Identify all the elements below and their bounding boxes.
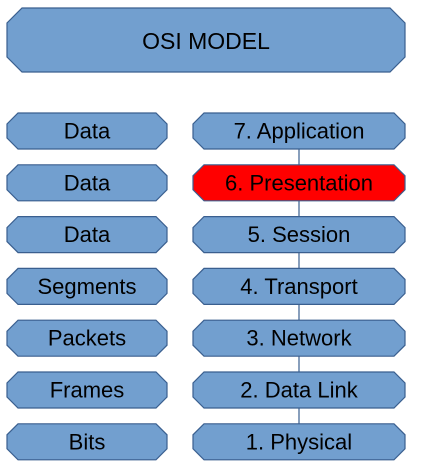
title-text: OSI MODEL	[142, 28, 270, 54]
layer-box	[192, 423, 406, 461]
layer-box-highlighted	[192, 164, 406, 202]
layer-label: 2. Data Link	[240, 378, 358, 403]
osi-row: Bits 1. Physical	[6, 423, 406, 461]
data-unit-box	[6, 112, 168, 150]
data-unit-box	[6, 371, 168, 409]
layer-label: 4. Transport	[240, 274, 357, 299]
osi-row: Packets 3. Network	[6, 319, 406, 357]
layer-box	[192, 267, 406, 305]
layer-label: 7. Application	[234, 119, 365, 144]
osi-row: Data 7. Application	[6, 112, 406, 150]
layer-box	[192, 112, 406, 150]
data-unit-label: Data	[64, 222, 111, 247]
layer-box	[192, 216, 406, 254]
layer-label: 6. Presentation	[225, 170, 373, 195]
data-unit-label: Bits	[69, 429, 106, 454]
layer-box	[192, 319, 406, 357]
title-banner	[6, 7, 406, 73]
data-unit-box	[6, 164, 168, 202]
layer-label: 5. Session	[248, 222, 351, 247]
osi-row: Segments 4. Transport	[6, 267, 406, 305]
data-unit-box	[6, 423, 168, 461]
layer-label: 1. Physical	[246, 429, 352, 454]
data-unit-box	[6, 319, 168, 357]
osi-row: Data 6. Presentation	[6, 164, 406, 202]
data-unit-box	[6, 267, 168, 305]
data-unit-box	[6, 216, 168, 254]
data-unit-label: Data	[64, 119, 111, 144]
osi-row: Data 5. Session	[6, 216, 406, 254]
data-unit-label: Segments	[37, 274, 136, 299]
layer-label: 3. Network	[246, 326, 352, 351]
osi-row: Frames 2. Data Link	[6, 371, 406, 409]
layer-box	[192, 371, 406, 409]
data-unit-label: Packets	[48, 326, 126, 351]
data-unit-label: Data	[64, 170, 111, 195]
data-unit-label: Frames	[50, 378, 125, 403]
